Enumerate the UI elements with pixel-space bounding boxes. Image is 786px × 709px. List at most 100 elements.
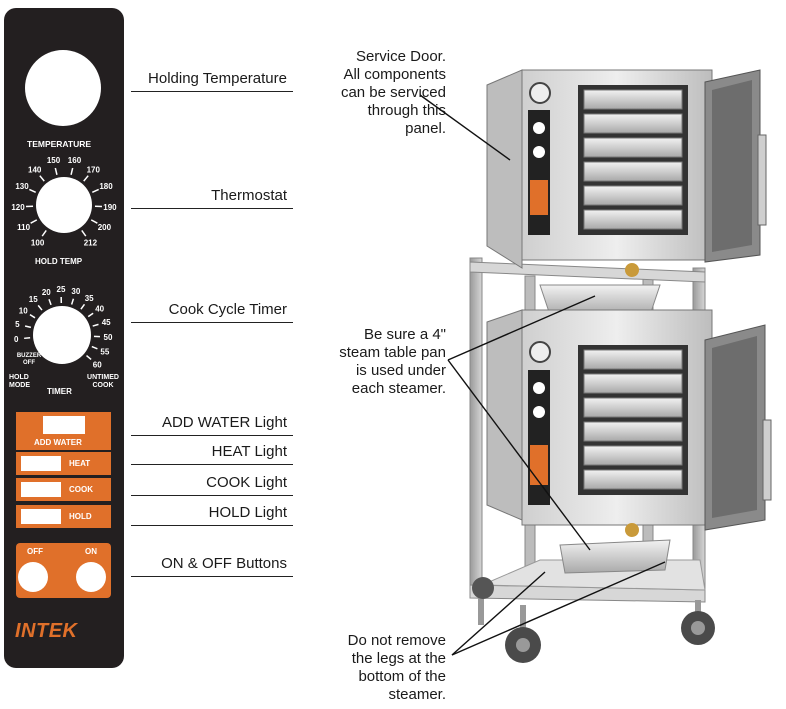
holding-temperature-rule (131, 91, 293, 92)
steam-pan-tray (583, 161, 683, 182)
timer-tick (24, 325, 32, 329)
thermostat-tick-label: 212 (84, 239, 98, 248)
on-off-buttons-label: ON & OFF Buttons (161, 555, 287, 572)
steam-pan-tray (583, 209, 683, 230)
off-label: OFF (27, 547, 43, 556)
heat-light (21, 456, 61, 471)
intek-logo: INTEK (15, 620, 78, 642)
timer-tick-label: 30 (71, 287, 80, 296)
timer-tick-label: 15 (29, 295, 38, 304)
legs-line-3: bottom of the (358, 668, 446, 685)
service-door-callout: Service Door. All components can be serv… (341, 48, 446, 138)
hold-light (21, 509, 61, 524)
thermostat-tick (91, 188, 99, 194)
cook-cycle-timer-label: Cook Cycle Timer (168, 301, 287, 318)
cook-label: COOK (69, 485, 93, 494)
service-door-line-4: through this (367, 102, 446, 119)
thermostat-label: Thermostat (211, 187, 287, 204)
steam-pan-callout: Be sure a 4" steam table pan is used und… (339, 326, 446, 398)
add-water-light (43, 416, 85, 434)
holding-temperature-label: Holding Temperature (148, 70, 287, 87)
thermostat-tick (83, 175, 89, 182)
service-door-line-5: panel. (405, 120, 446, 137)
thermostat-tick-label: 170 (87, 166, 101, 175)
on-button[interactable] (76, 562, 106, 592)
thermostat-tick (54, 167, 58, 175)
legs-callout: Do not remove the legs at the bottom of … (348, 632, 446, 704)
timer-tick-label: 5 (15, 320, 20, 329)
thermostat-tick (30, 219, 38, 224)
heat-light-rule (131, 464, 293, 465)
steam-pan-line-4: each steamer. (351, 380, 446, 397)
add-water-light-rule (131, 435, 293, 436)
service-door-line-3: can be serviced (340, 84, 446, 101)
timer-tick-label: 35 (85, 294, 94, 303)
thermostat-tick-label: 200 (98, 223, 112, 232)
timer-tick-label: 40 (95, 305, 104, 314)
thermostat-tick (39, 175, 45, 182)
upper-steamer (486, 69, 767, 277)
steam-pan-tray (583, 445, 683, 466)
off-button[interactable] (18, 562, 48, 592)
steam-pan-line-2: steam table pan (339, 344, 446, 361)
thermostat-tick-label: 100 (31, 239, 45, 248)
service-door-line-2: All components (343, 66, 446, 83)
cook-light-label: COOK Light (206, 474, 287, 491)
steam-pan-tray (583, 349, 683, 370)
steam-pan-line-1: Be sure a 4" (363, 326, 446, 343)
timer-tick-label: 20 (42, 288, 51, 297)
steam-pan-tray (583, 113, 683, 134)
thermostat-tick (29, 188, 37, 194)
timer-tick (86, 354, 92, 361)
timer-tick-label: 45 (102, 318, 111, 327)
cook-light (21, 482, 61, 497)
lower-steam-pan (559, 539, 671, 574)
timer-tick (92, 323, 99, 327)
timer-label: TIMER (47, 387, 72, 396)
cook-cycle-timer-rule (131, 322, 293, 323)
timer-tick-label: 25 (57, 285, 66, 294)
legs-line-2: the legs at the (351, 650, 446, 667)
thermostat-tick-label: 190 (103, 203, 117, 212)
thermostat-rule (131, 208, 293, 209)
on-off-buttons-rule (131, 576, 293, 577)
steam-pan-line-3: is used under (355, 362, 446, 379)
timer-tick-label: 0 (14, 335, 19, 344)
steam-pan-tray (583, 137, 683, 158)
buzzer-text: BUZZER OFF (16, 353, 42, 366)
thermostat-tick-label: 160 (68, 156, 82, 165)
heat-light-label: HEAT Light (211, 443, 287, 460)
on-label: ON (85, 547, 97, 556)
thermostat-tick-label: 180 (99, 182, 113, 191)
hold-mode-text: HOLD MODE (9, 374, 30, 389)
legs-line-4: steamer. (388, 686, 446, 703)
steam-pan-tray (583, 185, 683, 206)
thermostat-tick (81, 229, 87, 237)
untimed-cook-label: UNTIMED COOK (86, 374, 120, 390)
add-water-label: ADD WATER (34, 438, 82, 447)
thermostat-tick-label: 120 (11, 203, 25, 212)
thermostat-tick (41, 229, 47, 237)
hold-label: HOLD (69, 512, 92, 521)
steam-pan-tray (583, 89, 683, 110)
steam-pan-tray (583, 373, 683, 394)
timer-tick (87, 312, 94, 318)
thermostat-tick (90, 219, 98, 224)
add-water-light-label: ADD WATER Light (161, 414, 287, 431)
timer-tick (91, 345, 98, 350)
steam-pan-tray (583, 469, 683, 490)
hold-light-label: HOLD Light (208, 504, 287, 521)
thermostat-tick-label: 150 (47, 156, 61, 165)
hold-light-rule (131, 525, 293, 526)
hold-temp-label: HOLD TEMP (35, 257, 83, 266)
steam-pan-tray (583, 421, 683, 442)
timer-tick-label: 50 (104, 333, 113, 342)
untimed-cook-text: UNTIMED COOK (87, 374, 119, 389)
thermostat-tick-label: 140 (28, 166, 42, 175)
legs-line-1: Do not remove (347, 632, 446, 649)
timer-tick (80, 303, 86, 310)
holding-temperature-display (25, 50, 101, 126)
temperature-title: TEMPERATURE (27, 139, 92, 149)
